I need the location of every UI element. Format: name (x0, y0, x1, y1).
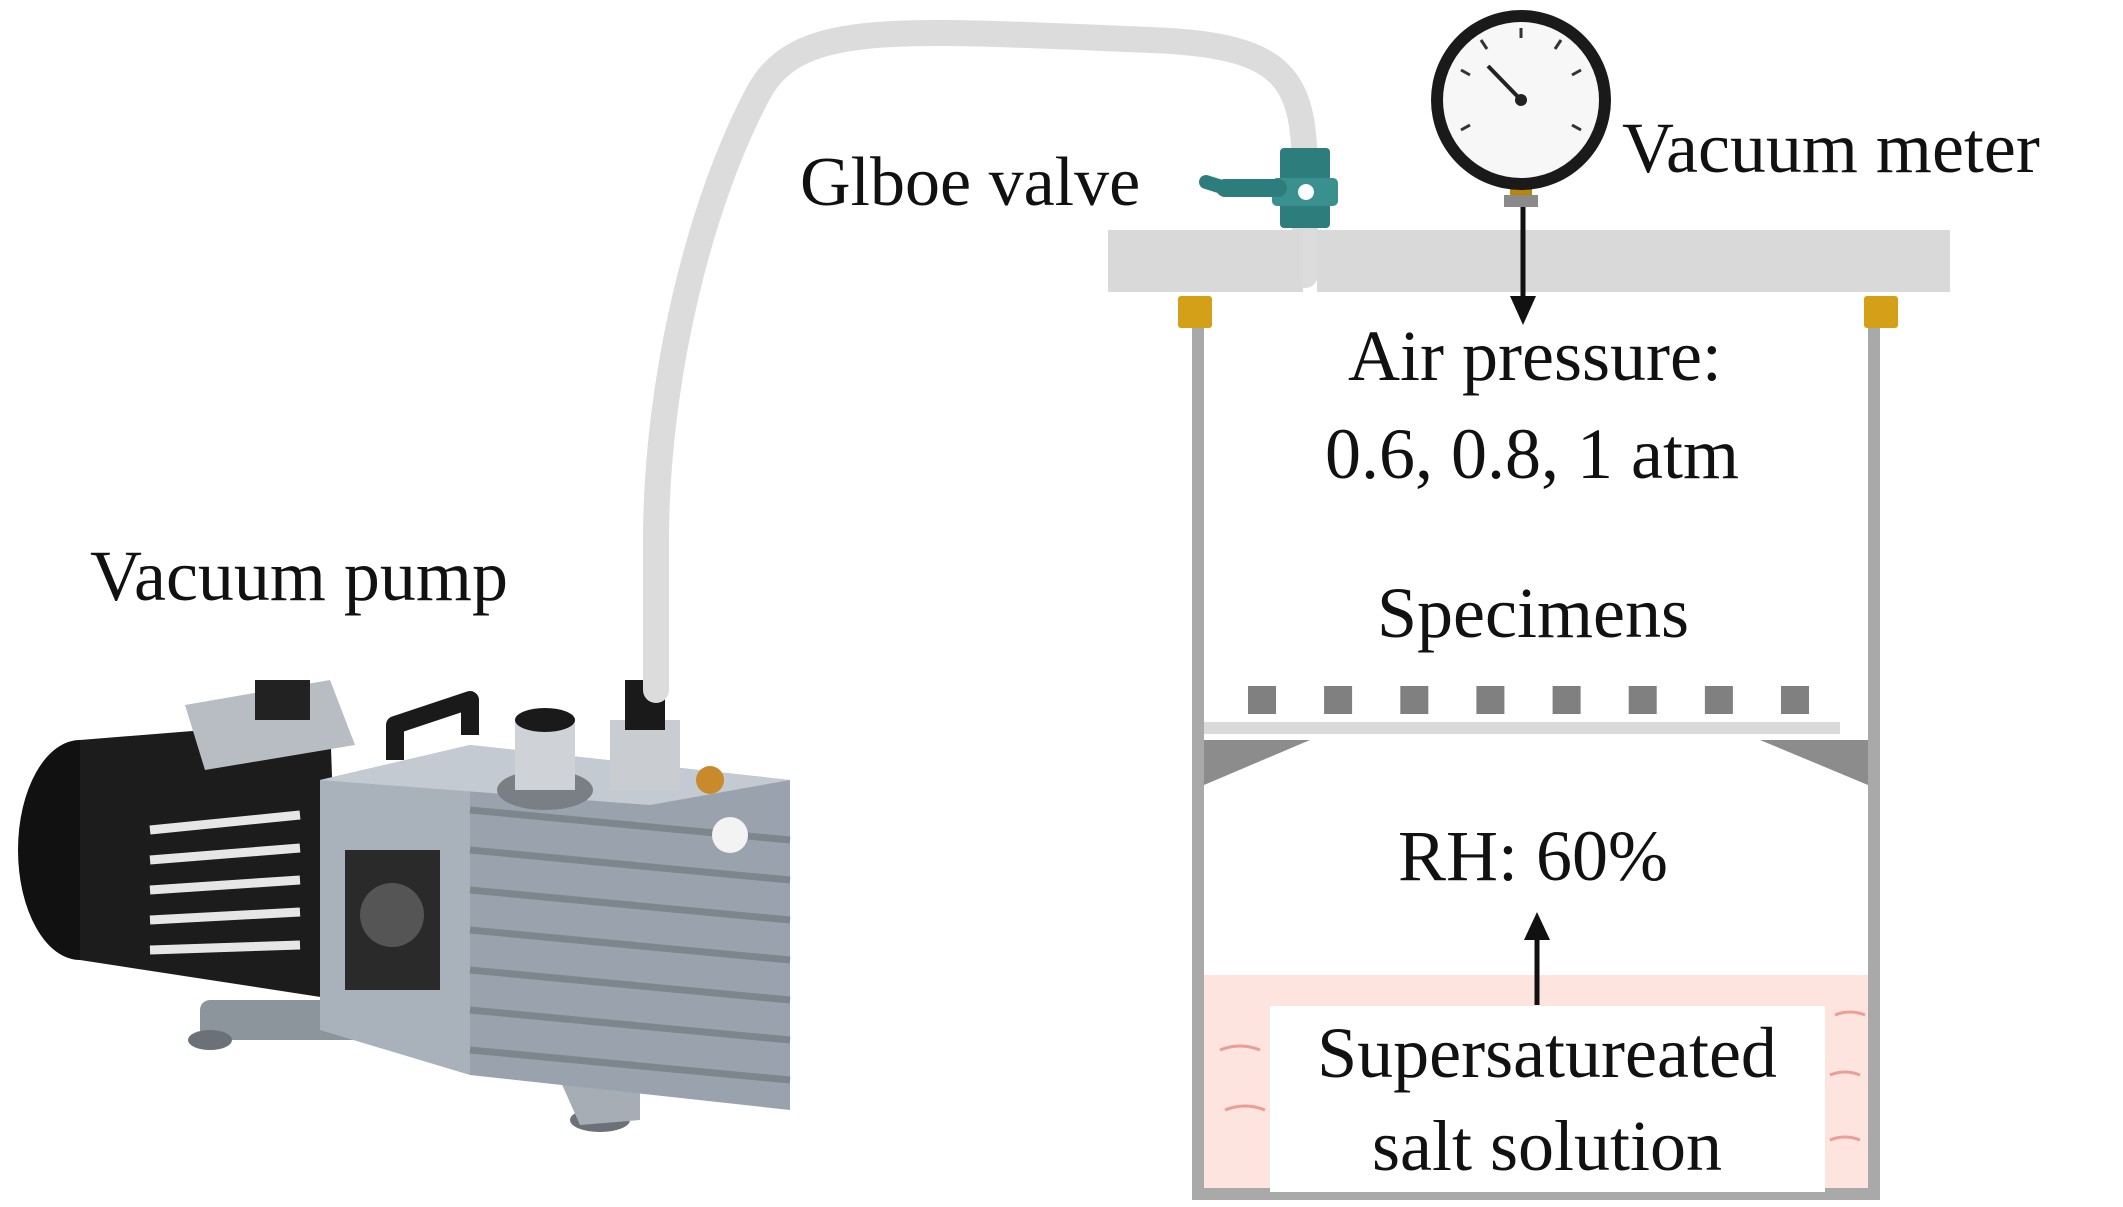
humidity-arrow (1524, 912, 1550, 1005)
vacuum-hose (643, 19, 1318, 703)
vacuum-pump-illustration (18, 680, 791, 1132)
globe-valve (1199, 148, 1338, 228)
gasket-left (1178, 296, 1212, 328)
rh-label: RH: 60% (1398, 816, 1668, 896)
specimens-group (1248, 686, 1809, 714)
air-pressure-values: 0.6, 0.8, 1 atm (1325, 414, 1739, 494)
solution-label-line1: Supersatureated (1317, 1013, 1777, 1093)
vacuum-pump-label: Vacuum pump (90, 536, 508, 616)
chamber-lid-left (1108, 230, 1303, 292)
pressure-arrow (1510, 207, 1536, 325)
specimen-block (1704, 686, 1733, 714)
solution-label-background (1270, 1006, 1825, 1192)
globe-valve-label: Glboe valve (800, 144, 1140, 221)
specimen-block (1400, 686, 1429, 714)
gasket-right (1864, 296, 1898, 328)
specimen-block (1552, 686, 1581, 714)
vacuum-meter-gauge (1431, 10, 1611, 207)
chamber-right-wall (1868, 325, 1880, 1200)
specimens-label: Specimens (1377, 573, 1689, 653)
specimen-block (1628, 686, 1657, 714)
solution-label-line2: salt solution (1372, 1106, 1722, 1186)
specimen-block (1324, 686, 1353, 714)
specimen-shelf (1204, 722, 1840, 734)
vacuum-meter-label: Vacuum meter (1622, 108, 2040, 188)
chamber-left-wall (1192, 325, 1204, 1200)
air-pressure-title: Air pressure: (1348, 316, 1722, 396)
specimen-block (1476, 686, 1505, 714)
specimen-block (1781, 686, 1809, 714)
chamber-lid-right (1317, 230, 1950, 292)
specimen-block (1248, 686, 1276, 714)
